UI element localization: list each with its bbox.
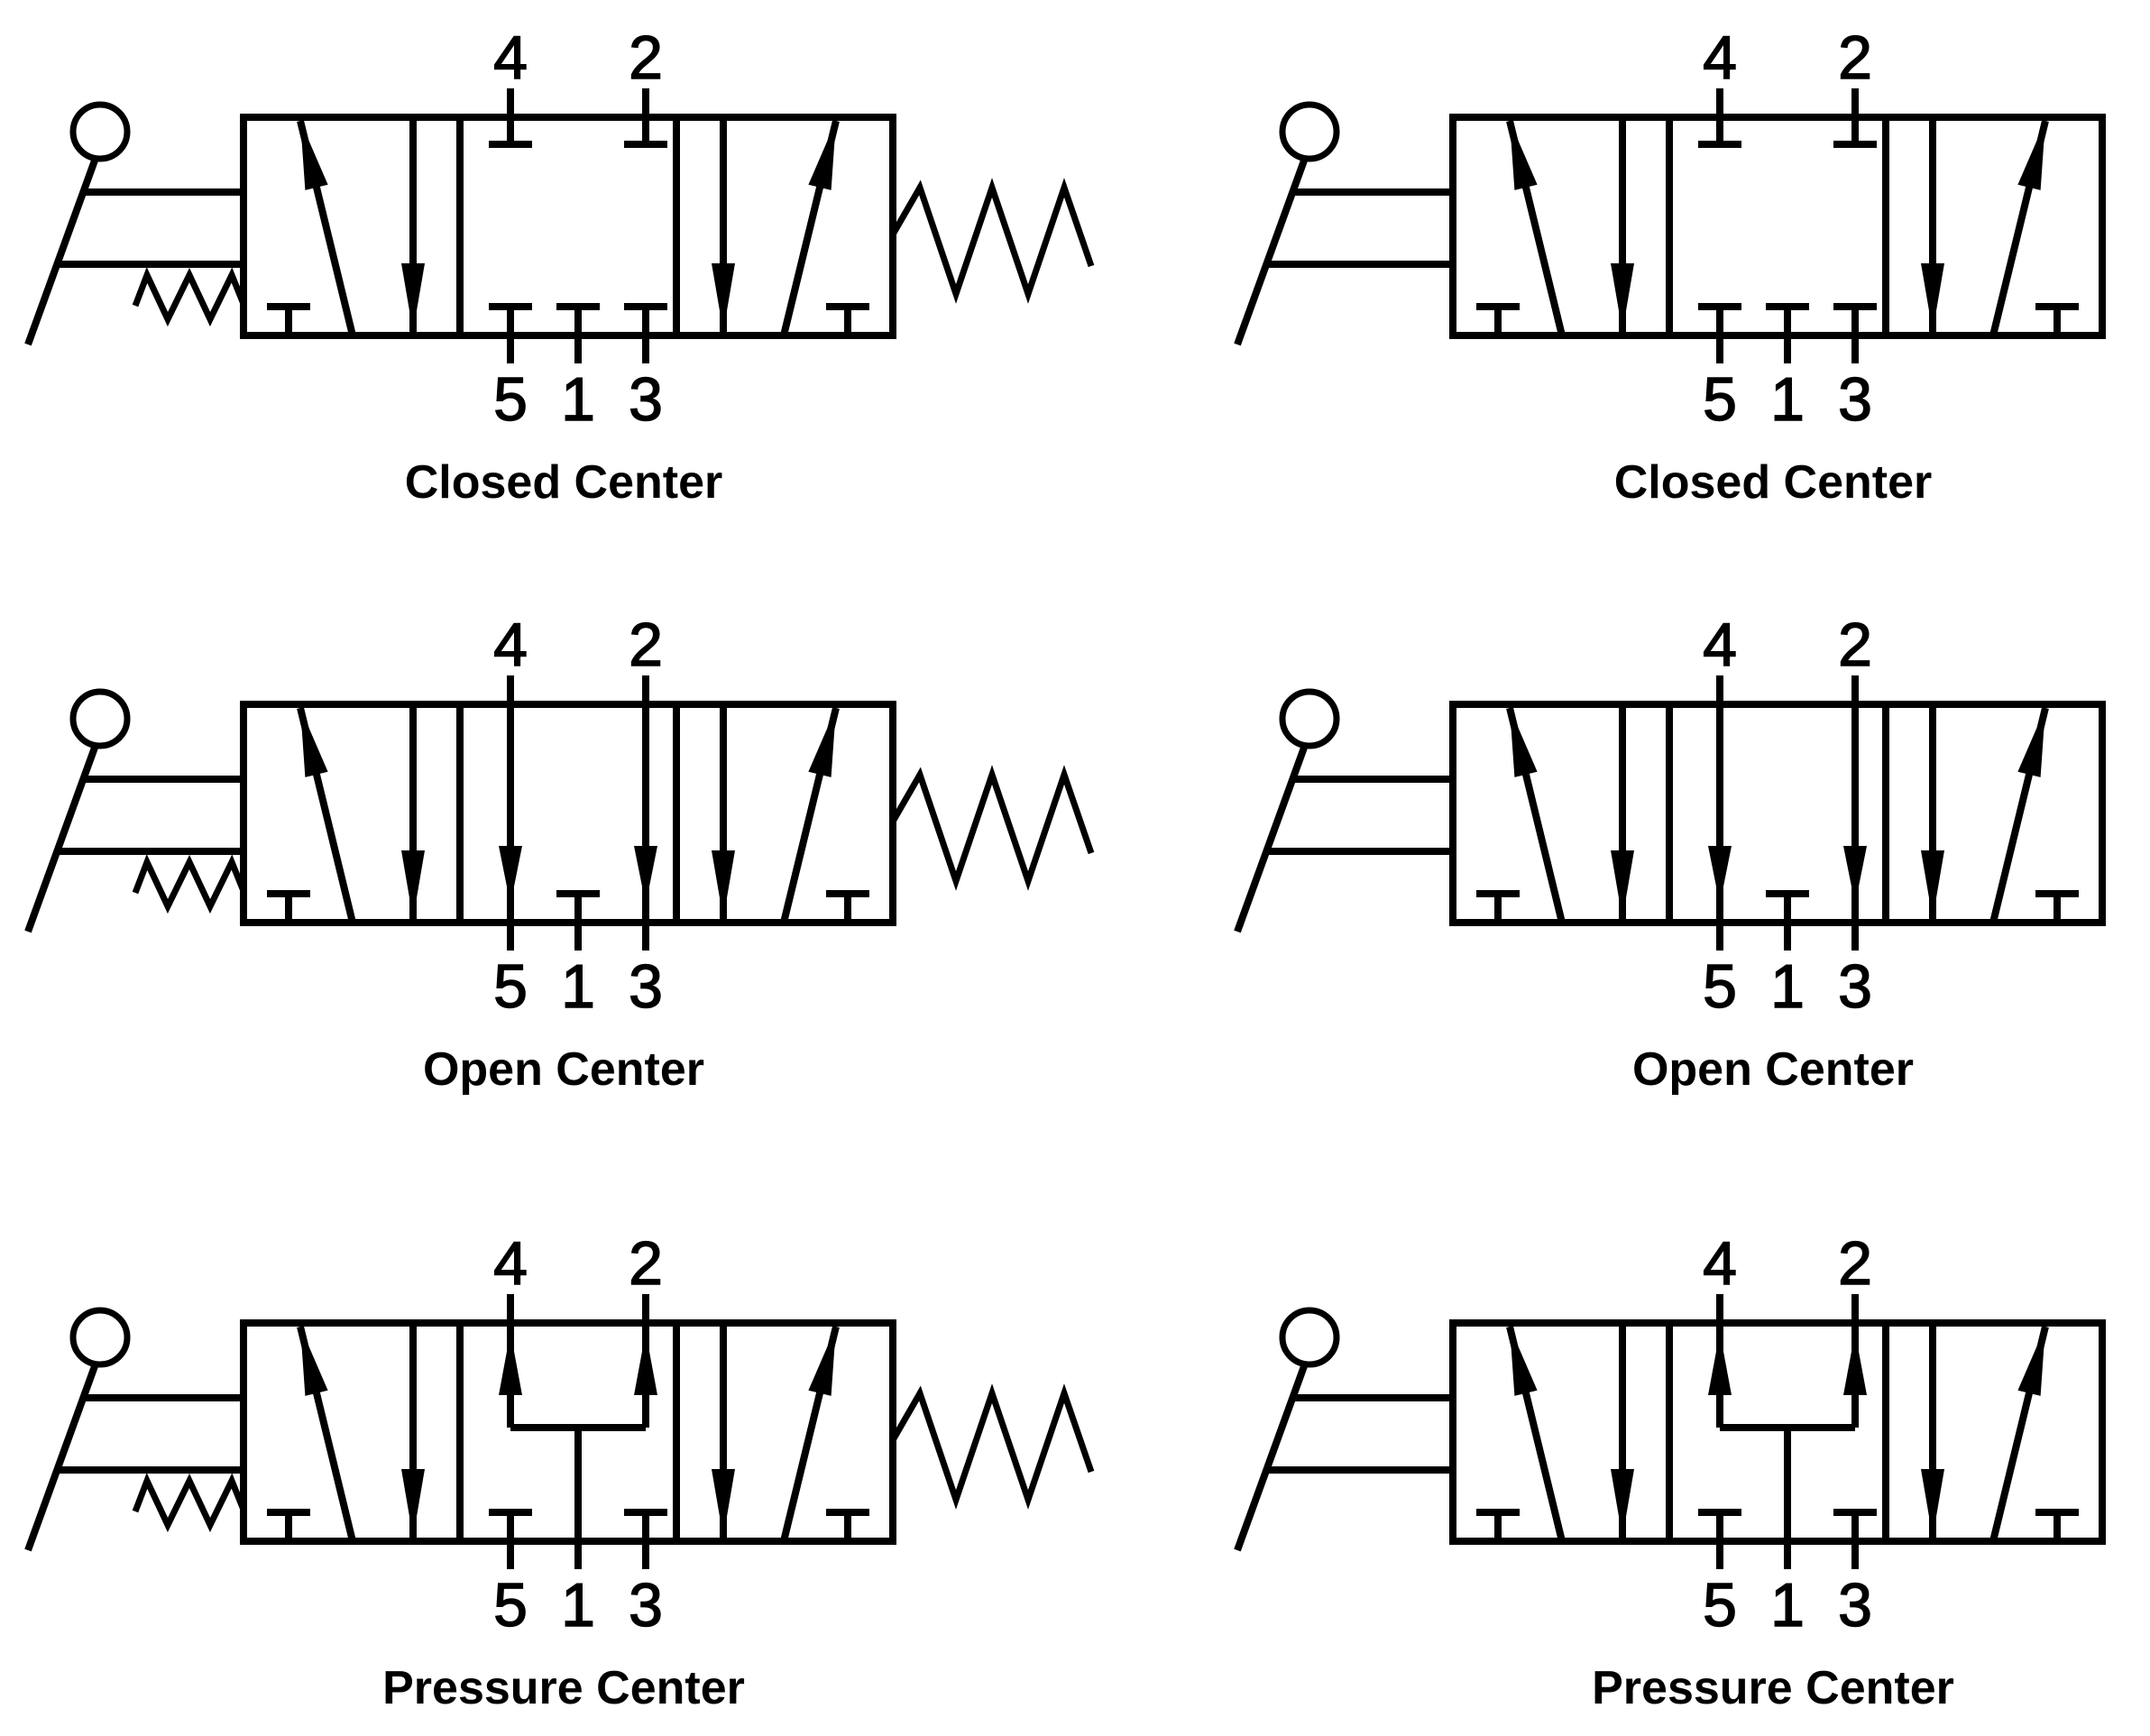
lever-spring-icon <box>132 1473 247 1533</box>
diagram-caption: Closed Center <box>1614 456 1933 509</box>
lever-knob-icon <box>69 1307 131 1368</box>
arrow-head-icon <box>1708 846 1732 905</box>
arrow-head-icon <box>499 846 522 905</box>
port-label-2: 2 <box>1838 611 1872 679</box>
arrow-head-icon <box>1921 850 1944 919</box>
flow-arrowheads <box>300 121 836 332</box>
port-label-4: 4 <box>493 23 528 92</box>
port-label-2: 2 <box>1838 23 1872 92</box>
port-label-5: 5 <box>493 952 528 1021</box>
port-label-1: 1 <box>561 952 595 1021</box>
port-label-3: 3 <box>629 365 663 434</box>
port-label-5: 5 <box>1703 365 1737 434</box>
port-label-2: 2 <box>629 23 663 92</box>
port-label-4: 4 <box>1703 1229 1737 1298</box>
arrow-head-icon <box>808 1327 836 1396</box>
lever-knob-icon <box>1279 1307 1340 1368</box>
valve-body <box>1234 88 2106 363</box>
flow-arrowheads <box>300 1327 836 1538</box>
port-label-2: 2 <box>629 1229 663 1298</box>
arrow-head-icon <box>1510 708 1538 777</box>
arrow-head-icon <box>1510 1327 1538 1396</box>
port-label-4: 4 <box>493 1229 528 1298</box>
arrow-head-icon <box>401 850 425 919</box>
arrow-head-icon <box>712 850 735 919</box>
port-label-4: 4 <box>493 611 528 679</box>
valve-body <box>24 675 896 951</box>
lever-knob-icon <box>1279 101 1340 162</box>
arrow-head-icon <box>2017 121 2045 190</box>
port-label-5: 5 <box>493 365 528 434</box>
lever-knob-icon <box>1279 688 1340 749</box>
flow-arrowheads <box>300 708 836 919</box>
return-spring-icon <box>889 178 1095 304</box>
flow-arrowheads <box>1510 708 2045 919</box>
diagram-caption: Closed Center <box>405 456 723 509</box>
arrow-head-icon <box>1843 846 1867 905</box>
arrow-head-icon <box>1611 850 1634 919</box>
port-label-3: 3 <box>629 952 663 1021</box>
port-label-1: 1 <box>1770 1571 1805 1640</box>
port-label-2: 2 <box>629 611 663 679</box>
arrow-head-icon <box>712 1469 735 1538</box>
diagram-caption: Open Center <box>423 1043 704 1096</box>
lever-spring-icon <box>132 267 247 327</box>
diagram-caption: Pressure Center <box>382 1662 745 1714</box>
valve-body <box>1234 1294 2106 1569</box>
arrow-head-icon <box>1921 1469 1944 1538</box>
flow-arrowheads <box>1510 121 2045 332</box>
port-label-5: 5 <box>1703 1571 1737 1640</box>
lever-knob-icon <box>69 101 131 162</box>
arrow-head-icon <box>1611 1469 1634 1538</box>
valve-body <box>24 1294 896 1569</box>
arrow-head-icon <box>300 1327 328 1396</box>
port-label-1: 1 <box>1770 365 1805 434</box>
arrow-head-icon <box>808 708 836 777</box>
port-label-1: 1 <box>561 365 595 434</box>
arrow-head-icon <box>808 121 836 190</box>
return-spring-icon <box>889 765 1095 891</box>
diagram-caption: Open Center <box>1632 1043 1914 1096</box>
port-label-4: 4 <box>1703 23 1737 92</box>
arrow-head-icon <box>2017 1327 2045 1396</box>
arrow-head-icon <box>401 1469 425 1538</box>
flow-arrowheads <box>1510 1327 2045 1538</box>
arrow-head-icon <box>634 846 657 905</box>
arrow-head-icon <box>634 1332 657 1395</box>
arrow-head-icon <box>1921 263 1944 332</box>
diagram-caption: Pressure Center <box>1592 1662 1954 1714</box>
arrow-head-icon <box>300 121 328 190</box>
port-label-3: 3 <box>1838 365 1872 434</box>
port-label-3: 3 <box>629 1571 663 1640</box>
port-label-5: 5 <box>1703 952 1737 1021</box>
port-label-3: 3 <box>1838 1571 1872 1640</box>
port-label-4: 4 <box>1703 611 1737 679</box>
return-spring-icon <box>889 1383 1095 1510</box>
lever-knob-icon <box>69 688 131 749</box>
arrow-head-icon <box>1708 1332 1732 1395</box>
arrow-head-icon <box>1510 121 1538 190</box>
arrow-head-icon <box>401 263 425 332</box>
port-label-3: 3 <box>1838 952 1872 1021</box>
valve-body <box>1234 675 2106 951</box>
arrow-head-icon <box>712 263 735 332</box>
arrow-head-icon <box>499 1332 522 1395</box>
port-label-1: 1 <box>561 1571 595 1640</box>
port-label-2: 2 <box>1838 1229 1872 1298</box>
lever-spring-icon <box>132 854 247 914</box>
arrow-head-icon <box>300 708 328 777</box>
port-label-5: 5 <box>493 1571 528 1640</box>
valve-body <box>24 88 896 363</box>
port-label-1: 1 <box>1770 952 1805 1021</box>
arrow-head-icon <box>1843 1332 1867 1395</box>
arrow-head-icon <box>1611 263 1634 332</box>
arrow-head-icon <box>2017 708 2045 777</box>
